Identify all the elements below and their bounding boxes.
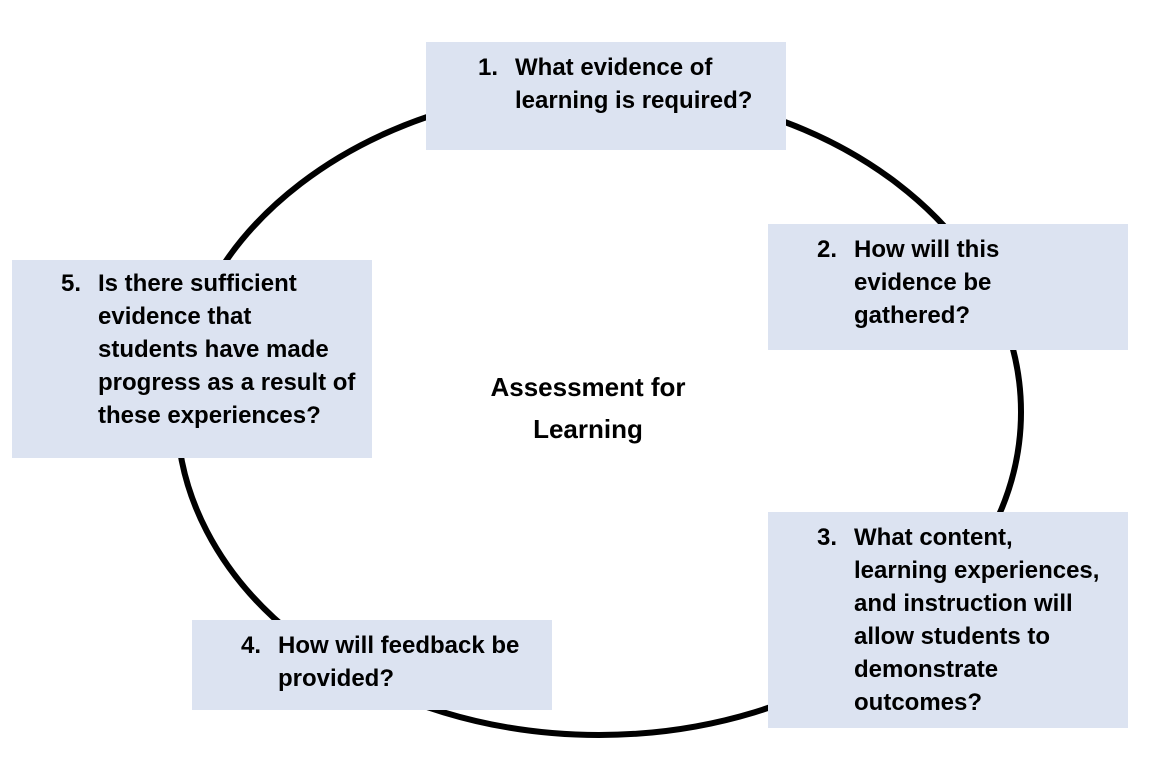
- step-3-text: 3. What content, learning experiences, a…: [817, 521, 1099, 719]
- step-1-label: What evidence of learning is required?: [515, 54, 753, 114]
- step-4-label: How will feedback be provided?: [278, 632, 520, 692]
- step-1-text: 1. What evidence of learning is required…: [478, 51, 752, 117]
- step-4-box: [192, 620, 552, 710]
- step-2-number: 2.: [817, 236, 838, 263]
- step-1-box: [426, 42, 786, 150]
- step-2-text: 2. How will this evidence be gathered?: [817, 233, 999, 332]
- step-3-label: What content, learning experiences, and …: [854, 524, 1100, 716]
- step-5-label: Is there sufficient evidence that studen…: [98, 270, 356, 429]
- step-5-box: [12, 260, 372, 458]
- step-3-number: 3.: [817, 524, 838, 551]
- step-4-text: 4. How will feedback be provided?: [241, 629, 519, 695]
- step-2-label: How will this evidence be gathered?: [854, 236, 1000, 329]
- center-title: Assessment for Learning: [490, 372, 686, 444]
- step-2-box: [768, 224, 1128, 350]
- step-5-number: 5.: [61, 270, 82, 297]
- step-3-box: [768, 512, 1128, 728]
- step-1-number: 1.: [478, 54, 499, 81]
- step-4-number: 4.: [241, 632, 262, 659]
- step-5-text: 5. Is there sufficient evidence that stu…: [61, 267, 355, 432]
